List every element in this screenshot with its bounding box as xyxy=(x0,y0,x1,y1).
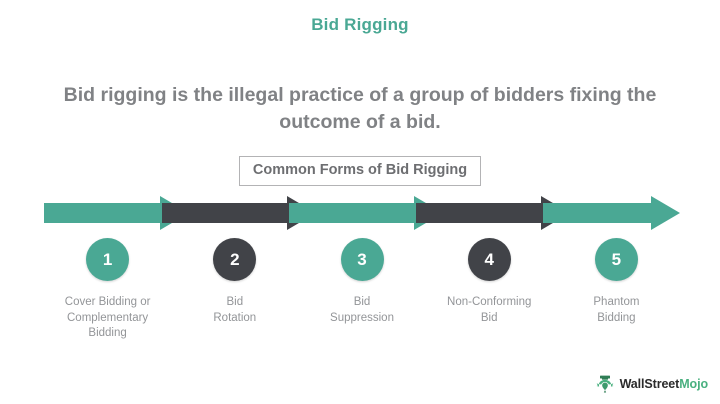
logo-text-wallstreet: WallStreet xyxy=(619,376,680,391)
step-5-label: Phantom Bidding xyxy=(593,296,640,324)
step-5: 5 Phantom Bidding xyxy=(553,238,680,342)
step-2-circle: 2 xyxy=(213,238,257,281)
step-2-label: Bid Rotation xyxy=(213,296,257,324)
step-3: 3 Bid Suppression xyxy=(298,238,425,342)
logo-text-mojo: Mojo xyxy=(679,376,708,391)
step-1: 1 Cover Bidding or Complementary Bidding xyxy=(44,238,171,342)
step-4: 4 Non-Conforming Bid xyxy=(426,238,553,342)
step-1-label: Cover Bidding or Complementary Bidding xyxy=(64,296,151,339)
arrow-segment-2 xyxy=(162,196,316,230)
step-3-label: Bid Suppression xyxy=(330,296,394,324)
wallstreetmojo-logo: WallStreetMojo xyxy=(595,374,708,394)
arrow-segment-1 xyxy=(44,196,189,230)
step-1-circle: 1 xyxy=(86,238,130,281)
arrow-segment-3 xyxy=(289,196,443,230)
steps-row: 1 Cover Bidding or Complementary Bidding… xyxy=(44,238,680,342)
description-text: Bid rigging is the illegal practice of a… xyxy=(63,84,657,133)
step-5-circle: 5 xyxy=(594,238,638,281)
arrow-band xyxy=(44,196,680,230)
step-3-circle: 3 xyxy=(340,238,384,281)
page-title: Bid Rigging xyxy=(311,15,409,34)
step-2: 2 Bid Rotation xyxy=(171,238,298,342)
bull-logo-icon xyxy=(596,375,614,393)
common-forms-box: Common Forms of Bid Rigging xyxy=(238,156,482,187)
arrow-segment-5 xyxy=(543,196,680,230)
step-4-circle: 4 xyxy=(467,238,511,281)
logo-wordmark: WallStreetMojo xyxy=(619,376,709,391)
subtitle-container: Common Forms of Bid Rigging xyxy=(0,156,720,187)
arrow-segment-4 xyxy=(416,196,570,230)
step-4-label: Non-Conforming Bid xyxy=(447,296,532,324)
